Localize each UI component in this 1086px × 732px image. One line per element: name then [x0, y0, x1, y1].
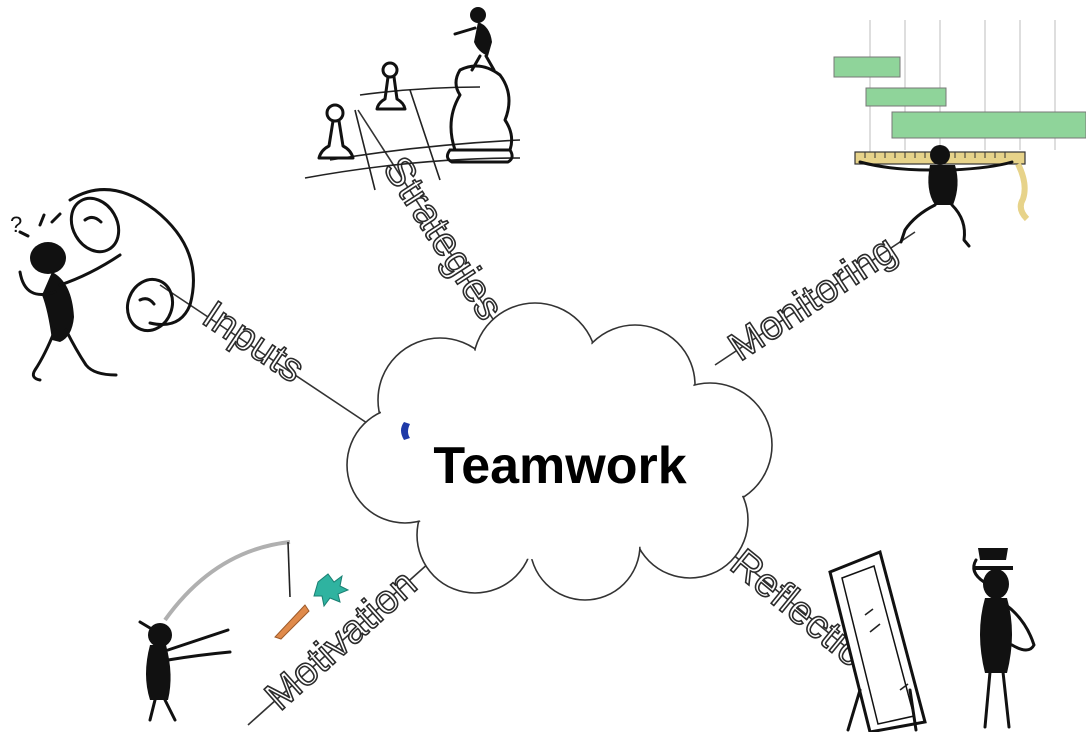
- carrot-on-stick-figure-icon: [138, 540, 350, 722]
- connector-reflection: [714, 539, 869, 666]
- phone-ringing-figure-icon: ?: [10, 188, 195, 382]
- center-cloud: Teamwork: [346, 302, 773, 601]
- connector-monitoring: [714, 231, 916, 366]
- mirror-and-figure-icon: [828, 548, 1036, 732]
- chess-pieces-icon: [304, 7, 521, 191]
- connector-inputs: [159, 284, 371, 426]
- connector-motivation: [247, 561, 431, 726]
- spoke-label-monitoring: Monitoring: [721, 227, 905, 370]
- figure-holding-bar-chart-icon: [833, 20, 1086, 248]
- spoke-label-strategies: Strategies: [374, 149, 512, 328]
- center-label: Teamwork: [433, 437, 686, 495]
- spoke-label-motivation: Motivation: [257, 561, 426, 719]
- connector-strategies: [357, 109, 501, 331]
- spoke-label-inputs: Inputs: [195, 293, 313, 392]
- blue-accent-mark: [401, 422, 410, 440]
- connector-lines: [159, 109, 916, 726]
